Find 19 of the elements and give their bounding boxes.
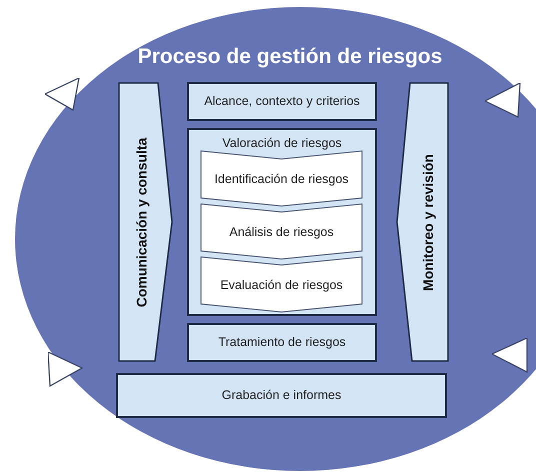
box-label: Grabación e informes xyxy=(222,387,342,404)
chevron-box xyxy=(200,203,363,261)
process-box xyxy=(187,82,377,121)
panel-label: Comunicación y consulta xyxy=(132,137,150,307)
box-label: Alcance, contexto y criterios xyxy=(204,93,360,110)
tapered-arrow-panel xyxy=(396,82,449,362)
tapered-arrow-panel xyxy=(118,82,173,362)
box-label: Tratamiento de riesgos xyxy=(218,334,346,352)
panel-label: Monitoreo y revisión xyxy=(419,154,437,290)
chevron-box xyxy=(200,150,363,208)
group-box xyxy=(187,128,377,316)
box-label: Identificación de riesgos xyxy=(214,170,349,188)
box-label: Evaluación de riesgos xyxy=(220,276,343,294)
chevron-box xyxy=(200,256,363,314)
process-box xyxy=(116,373,447,418)
circle-heading: Proceso de gestión de riesgos xyxy=(138,45,442,68)
box-label: Análisis de riesgos xyxy=(229,224,334,241)
group-heading: Valoración de riesgos xyxy=(222,136,342,150)
process-box xyxy=(187,323,377,362)
